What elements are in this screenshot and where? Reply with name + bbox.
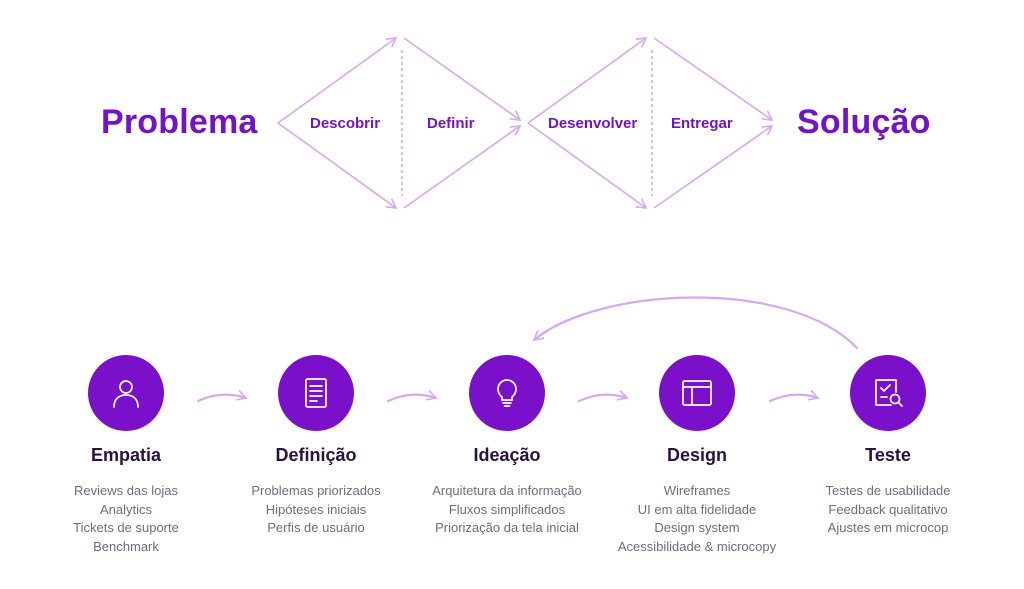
stage-title: Design [666, 445, 727, 465]
phase-develop-label: Desenvolver [548, 115, 638, 132]
stage-item: Hipóteses iniciais [265, 501, 367, 517]
stage-title: Ideação [473, 445, 541, 465]
stage-items: Reviews das lojas Analytics Tickets de s… [31, 482, 221, 556]
diamond-1-upper-right [403, 37, 522, 121]
stage-item: Ajustes em microcop [827, 520, 949, 535]
stage-item: Arquitetura da informação [432, 483, 582, 498]
document-icon [305, 378, 327, 408]
stage-item: Design system [654, 520, 740, 535]
stage-item: Reviews das lojas [73, 483, 179, 498]
phase-deliver-label: Entregar [671, 115, 733, 132]
stage-design: Design Wireframes UI em alta fidelidade … [602, 355, 792, 556]
stage-item: Acessibilidade & microcopy [617, 538, 777, 554]
checklist-search-icon [875, 379, 903, 407]
problem-label: Problema [101, 103, 258, 141]
stage-item: Wireframes [663, 483, 731, 498]
lightbulb-icon [497, 379, 517, 407]
stage-icon-circle [278, 355, 354, 431]
connector-arrow-1 [196, 389, 248, 403]
solution-label: Solução [797, 103, 931, 141]
diamond-2-upper-left [527, 37, 648, 124]
stage-items: Problemas priorizados Hipóteses iniciais… [221, 482, 411, 538]
stage-item: Testes de usabilidade [825, 483, 951, 498]
user-icon [113, 380, 139, 408]
stage-item: Priorização da tela inicial [435, 520, 579, 535]
stage-icon-circle [469, 355, 545, 431]
browser-window-icon [682, 380, 712, 406]
stage-icon-circle [850, 355, 926, 431]
diamond-2-lower-left [527, 122, 648, 209]
stage-icon-circle [88, 355, 164, 431]
connector-arrow-2 [386, 389, 438, 403]
stage-definicao: Definição Problemas priorizados Hipótese… [221, 355, 411, 538]
stage-title: Empatia [90, 445, 162, 465]
stage-ideacao: Ideação Arquitetura da informação Fluxos… [412, 355, 602, 538]
stage-items: Wireframes UI em alta fidelidade Design … [602, 482, 792, 556]
diamond-1-lower-right [403, 125, 522, 209]
stage-item: Feedback qualitativo [828, 501, 948, 517]
stage-title: Definição [275, 445, 357, 465]
stage-teste: Teste Testes de usabilidade Feedback qua… [793, 355, 983, 538]
process-connectors [196, 296, 859, 403]
stage-item: Tickets de suporte [73, 520, 179, 535]
stage-icon-circle [659, 355, 735, 431]
stage-item: Perfis de usuário [267, 520, 365, 535]
stage-items: Testes de usabilidade Feedback qualitati… [793, 482, 983, 538]
stage-empatia: Empatia Reviews das lojas Analytics Tick… [31, 355, 221, 556]
stage-item: UI em alta fidelidade [637, 501, 757, 517]
connector-arrow-3 [577, 389, 629, 403]
stage-item: Analytics [99, 501, 153, 517]
phase-define-label: Definir [427, 115, 475, 132]
phase-discover-label: Descobrir [310, 115, 381, 132]
stage-item: Problemas priorizados [251, 483, 381, 498]
diamond-2-upper-right [653, 37, 774, 121]
stage-items: Arquitetura da informação Fluxos simplif… [412, 482, 602, 538]
stage-item: Benchmark [93, 538, 159, 554]
double-diamond [277, 37, 774, 209]
feedback-loop-arrow [532, 296, 859, 350]
connector-arrow-4 [768, 389, 820, 403]
diamond-1-lower-left [277, 122, 398, 209]
stage-item: Fluxos simplificados [448, 501, 566, 517]
stage-title: Teste [865, 445, 911, 465]
diamond-2-lower-right [653, 125, 774, 209]
diamond-1-upper-left [277, 37, 398, 124]
